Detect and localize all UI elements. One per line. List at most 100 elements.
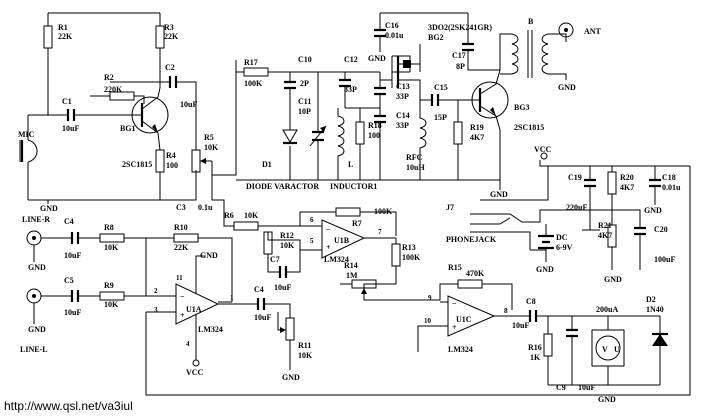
u1a-pin1: 1 bbox=[230, 294, 234, 302]
gnd-c18: GND bbox=[644, 206, 662, 215]
dc-label: DC bbox=[556, 233, 568, 242]
line-r-label: LINE-R bbox=[22, 215, 50, 224]
r20-label: R20 bbox=[620, 173, 634, 182]
gnd-line-l: GND bbox=[28, 325, 46, 334]
r3-resistor bbox=[155, 25, 165, 49]
c9-value: 10uF bbox=[578, 383, 595, 392]
c4a-value: 10uF bbox=[64, 251, 81, 260]
c2-value: 10uF bbox=[180, 100, 197, 109]
r18-resistor bbox=[355, 121, 365, 145]
bg3-label: BG3 bbox=[514, 103, 530, 112]
r16-resistor bbox=[543, 333, 553, 357]
mic-preamp-section: R1 22K R3 22K R2 220K BG1 2SC1815 R4 100… bbox=[18, 12, 237, 213]
c5-label: C5 bbox=[64, 276, 74, 285]
r9-label: R9 bbox=[104, 281, 114, 290]
c20-label: C20 bbox=[654, 225, 668, 234]
gnd-dc: GND bbox=[536, 265, 554, 274]
r13-label: R13 bbox=[402, 243, 416, 252]
c4a-label: C4 bbox=[64, 217, 74, 226]
u1a-pin3: 3 bbox=[154, 306, 158, 314]
c15-label: C15 bbox=[434, 83, 448, 92]
u1c-plus: + bbox=[452, 323, 457, 332]
r17-label: R17 bbox=[244, 58, 258, 67]
c12-label: C12 bbox=[344, 55, 358, 64]
u1c-type: LM324 bbox=[448, 345, 473, 354]
c8-label: C8 bbox=[526, 297, 536, 306]
r13-value: 100K bbox=[402, 253, 421, 262]
r9-value: 10K bbox=[104, 300, 119, 309]
c8-value: 10uF bbox=[512, 321, 529, 330]
d1-label: D1 bbox=[262, 160, 272, 169]
d2-diode bbox=[652, 334, 668, 346]
r7-resistor bbox=[335, 207, 361, 217]
c1-value: 10uF bbox=[62, 124, 79, 133]
c14-label: C14 bbox=[396, 111, 410, 120]
b-label: B bbox=[528, 17, 534, 26]
source-url[interactable]: http://www.qsl.net/va3iul bbox=[4, 399, 133, 413]
gnd-bg3: GND bbox=[490, 190, 508, 199]
c19-value: 220uF bbox=[566, 203, 587, 212]
r21-value: 4K7 bbox=[598, 231, 612, 240]
c4b-label: C4 bbox=[254, 285, 264, 294]
meter-u: U bbox=[614, 345, 620, 354]
gnd-mic: GND bbox=[40, 204, 58, 213]
bg1-label: BG1 bbox=[120, 124, 136, 133]
r12-resistor bbox=[263, 231, 273, 255]
u1b-section: R7 100K − + U1B LM324 6 5 7 R13 100K R12… bbox=[263, 207, 441, 301]
c4b-value: 10uF bbox=[254, 313, 271, 322]
c10-value: 2P bbox=[300, 79, 309, 88]
r3-value: 22K bbox=[164, 32, 179, 41]
u1a-pin2: 2 bbox=[154, 287, 158, 295]
r21-label: R21 bbox=[598, 221, 612, 230]
r20-resistor bbox=[607, 171, 617, 195]
u1b-pin6: 6 bbox=[310, 216, 314, 224]
u1a-plus: + bbox=[180, 311, 185, 320]
gnd-ant: GND bbox=[558, 83, 576, 92]
rfc-label: RFC bbox=[406, 153, 423, 162]
u1a-minus: − bbox=[180, 292, 185, 301]
u1a-pin4: 4 bbox=[186, 340, 190, 348]
r10-resistor bbox=[173, 233, 199, 243]
r2-resistor bbox=[109, 91, 135, 101]
u1a-label: U1A bbox=[186, 305, 202, 314]
u1c-pin9: 9 bbox=[428, 294, 432, 302]
vcc-top: VCC bbox=[534, 145, 552, 154]
r10-label: R10 bbox=[174, 223, 188, 232]
r18-value: 100 bbox=[368, 131, 380, 140]
u1c-minus: − bbox=[452, 299, 457, 308]
c14-value: 33P bbox=[396, 121, 409, 130]
gnd-r11: GND bbox=[282, 373, 300, 382]
c19-label: C19 bbox=[568, 173, 582, 182]
r19-value: 4K7 bbox=[470, 133, 484, 142]
r14-value: 1M bbox=[346, 271, 358, 280]
r4-resistor bbox=[155, 149, 165, 173]
c13-label: C13 bbox=[396, 82, 410, 91]
r15-value: 470K bbox=[466, 269, 485, 278]
mic-label: MIC bbox=[18, 130, 35, 139]
c3-label: C3 bbox=[176, 203, 186, 212]
gnd-c16: GND bbox=[368, 54, 386, 63]
r11-pot bbox=[285, 317, 295, 341]
bg2-label: BG2 bbox=[428, 33, 444, 42]
c15-value: 15P bbox=[434, 113, 447, 122]
r17-resistor bbox=[243, 67, 269, 77]
c13-value: 33P bbox=[396, 92, 409, 101]
antenna-jack bbox=[558, 22, 574, 38]
r1-label: R1 bbox=[58, 23, 68, 32]
c17-value: 8P bbox=[456, 62, 465, 71]
c11-value: 10P bbox=[298, 107, 311, 116]
r20-value: 4K7 bbox=[620, 183, 634, 192]
c7-label: C7 bbox=[270, 255, 280, 264]
bg3-transistor bbox=[471, 81, 509, 119]
r2-value: 220K bbox=[104, 85, 123, 94]
r4-label: R4 bbox=[166, 151, 176, 160]
u1b-type: LM324 bbox=[324, 255, 349, 264]
c11-label: C11 bbox=[298, 97, 311, 106]
u1a-opamp bbox=[175, 283, 220, 325]
dc-value: 6-9V bbox=[556, 243, 573, 252]
gnd-r21: GND bbox=[604, 275, 622, 284]
line-mixer-section: LINE-R GND GND LINE-L C4 10uF C5 10uF R8… bbox=[20, 175, 313, 382]
u1b-minus: − bbox=[326, 225, 331, 234]
c16-value: 0.01u bbox=[385, 31, 404, 40]
